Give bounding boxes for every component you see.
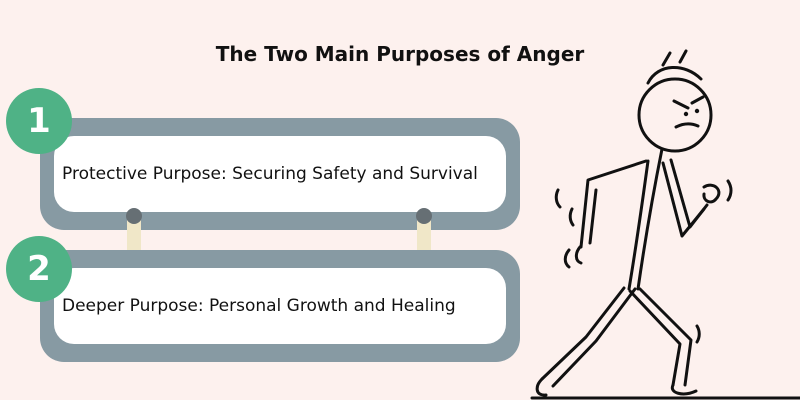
purpose-item-2-card: Deeper Purpose: Personal Growth and Heal…	[54, 268, 506, 344]
left-connector-top-dot	[126, 208, 142, 224]
purpose-item-1-text: Protective Purpose: Securing Safety and …	[62, 164, 478, 184]
right-connector-top-dot	[416, 208, 432, 224]
purpose-number-1-badge: 1	[6, 88, 72, 154]
purpose-item-2-text: Deeper Purpose: Personal Growth and Heal…	[62, 296, 456, 316]
purpose-item-2: Deeper Purpose: Personal Growth and Heal…	[40, 250, 520, 362]
purpose-number-2-badge: 2	[6, 236, 72, 302]
angry-stick-figure-icon	[530, 49, 800, 400]
page-title: The Two Main Purposes of Anger	[215, 42, 585, 66]
purpose-item-1: Protective Purpose: Securing Safety and …	[40, 118, 520, 230]
purpose-item-1-card: Protective Purpose: Securing Safety and …	[54, 136, 506, 212]
